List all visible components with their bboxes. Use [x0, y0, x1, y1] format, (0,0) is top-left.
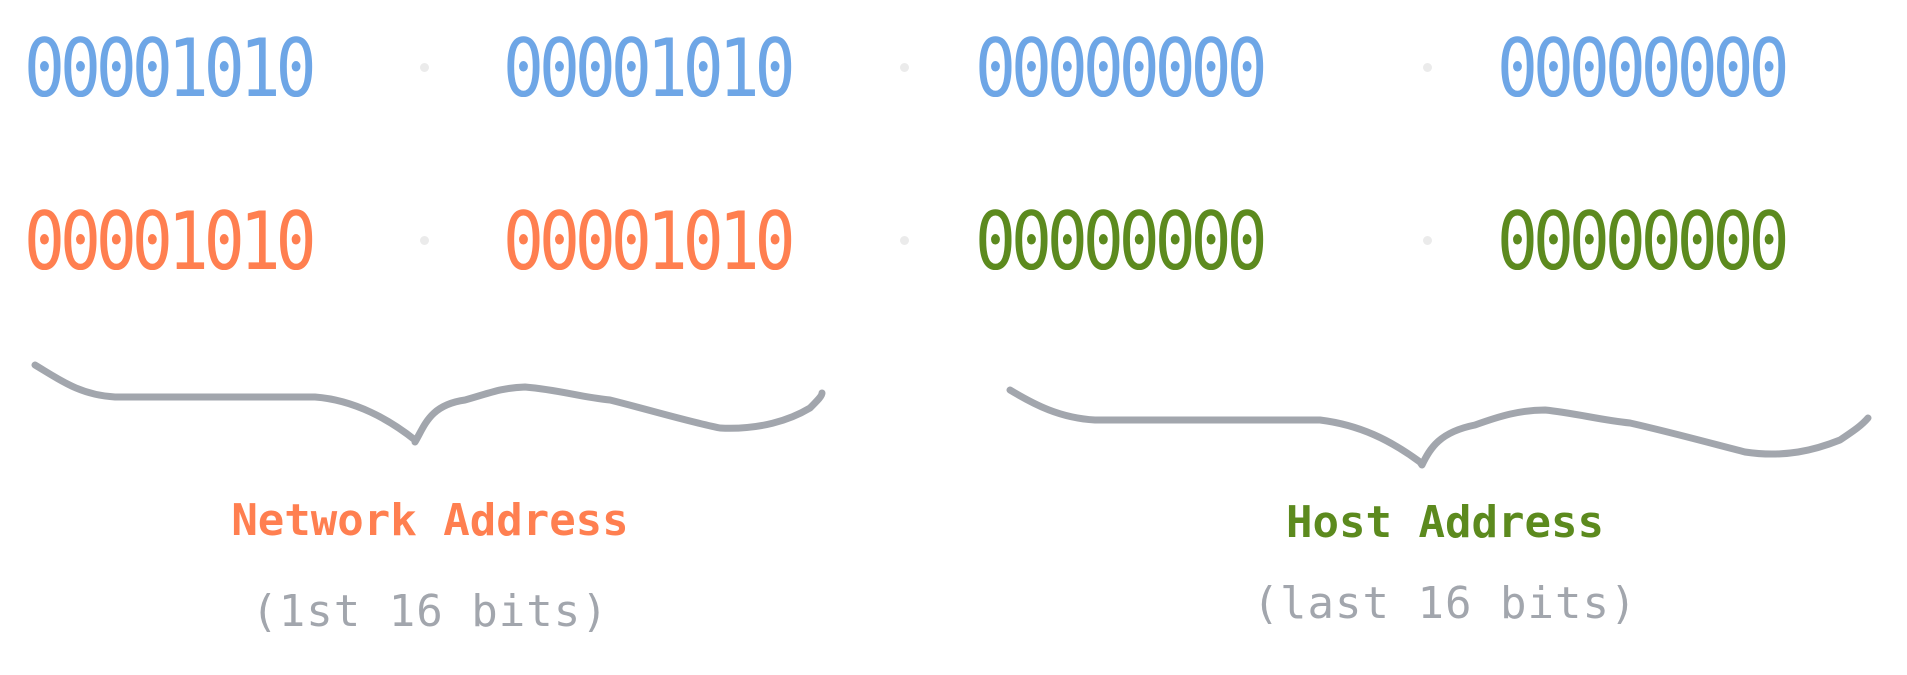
row2-separator-dot-3 [1423, 236, 1432, 245]
row1-separator-dot-1 [420, 63, 429, 72]
row2-network-octet-2: 00001010 [503, 195, 796, 290]
network-address-subtitle: (1st 16 bits) [251, 586, 609, 637]
row2-host-octet-4: 00000000 [1497, 195, 1790, 290]
network-address-title: Network Address [231, 495, 629, 546]
row1-octet-3: 00000000 [975, 22, 1268, 117]
host-address-subtitle: (last 16 bits) [1252, 578, 1638, 629]
row1-octet-4: 00000000 [1497, 22, 1790, 117]
host-address-title: Host Address [1286, 497, 1604, 548]
row1-separator-dot-2 [900, 63, 909, 72]
row2-network-octet-1: 00001010 [24, 195, 317, 290]
row2-separator-dot-1 [420, 236, 429, 245]
row1-octet-1: 00001010 [24, 22, 317, 117]
row1-separator-dot-3 [1423, 63, 1432, 72]
row1-octet-2: 00001010 [503, 22, 796, 117]
row2-separator-dot-2 [900, 236, 909, 245]
row2-host-octet-3: 00000000 [975, 195, 1268, 290]
